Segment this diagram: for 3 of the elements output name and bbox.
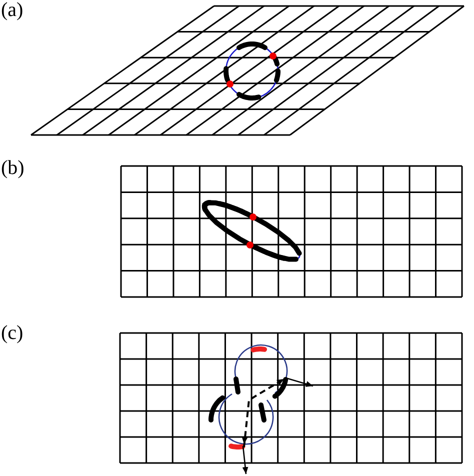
panel-label: (b) — [1, 158, 24, 178]
panel-label: (c) — [1, 323, 24, 343]
panel-label: (a) — [1, 0, 24, 20]
